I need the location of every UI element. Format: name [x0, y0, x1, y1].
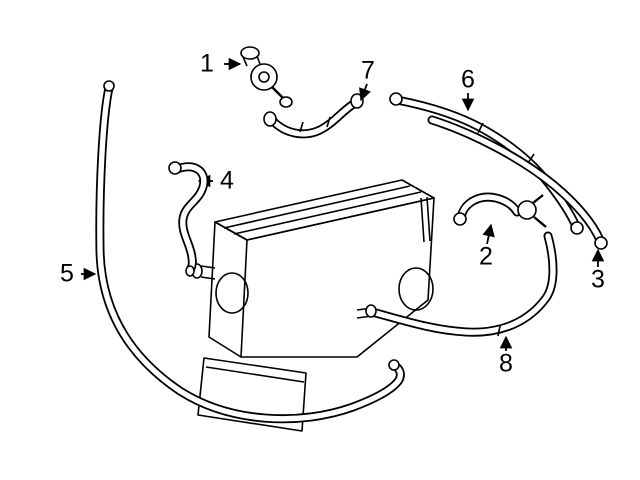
- callout-5-label: 5: [60, 259, 74, 288]
- callout-7-arrow: [359, 83, 371, 102]
- hose-7: [263, 93, 364, 139]
- hose-4: [168, 161, 209, 277]
- callout-1-label: 1: [200, 49, 214, 78]
- engine-block: [191, 179, 435, 358]
- callout-2-arrow: [482, 223, 495, 245]
- hose-5: [95, 80, 405, 424]
- callout-2-label: 2: [479, 242, 493, 271]
- hose-8: [365, 231, 558, 337]
- engine-tray: [197, 357, 307, 432]
- hose-6: [389, 92, 584, 235]
- heater-hose-connector: [453, 192, 547, 228]
- hose-3: [427, 115, 608, 250]
- callout-7-label: 7: [361, 56, 375, 85]
- callout-3-label: 3: [591, 265, 605, 294]
- callout-6-label: 6: [461, 65, 475, 94]
- callout-8-label: 8: [499, 349, 513, 378]
- callout-4-label: 4: [220, 166, 234, 195]
- aux-water-pump: [240, 46, 293, 108]
